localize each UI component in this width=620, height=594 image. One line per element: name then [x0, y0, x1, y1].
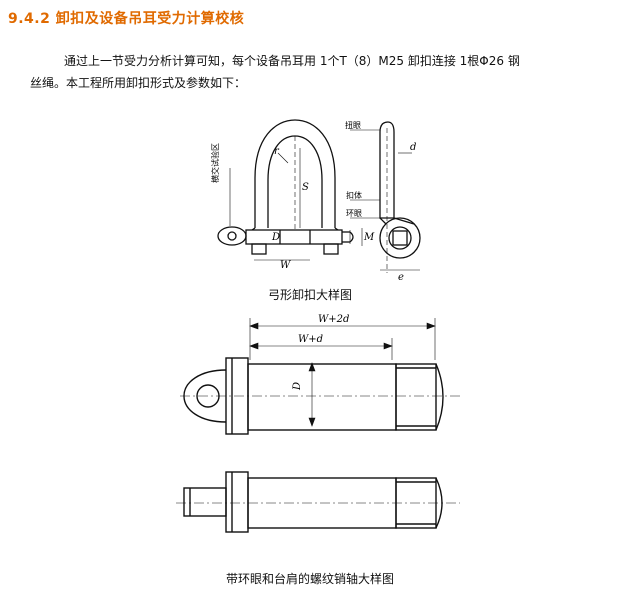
body-paragraph: 通过上一节受力分析计算可知，每个设备吊耳用 1个T（8）M25 卸扣连接 1根Φ… — [30, 50, 580, 94]
label-D-pin: D — [292, 382, 303, 391]
label-M: M — [363, 232, 375, 243]
figure2-caption: 带环眼和台肩的螺纹销轴大样图 — [225, 572, 394, 586]
label-w-plus-2d: W+2d — [318, 314, 349, 325]
label-qiao-ti: 扣体 — [346, 190, 362, 200]
label-w-plus-d: W+d — [298, 334, 323, 345]
label-test-side: 横交试验区 — [210, 143, 220, 183]
paragraph-line-1: 通过上一节受力分析计算可知，每个设备吊耳用 1个T（8）M25 卸扣连接 1根Φ… — [64, 54, 520, 68]
figure1-caption: 弓形卸扣大样图 — [267, 288, 352, 302]
label-r: r — [274, 146, 280, 157]
paragraph-line-2: 丝绳。本工程所用卸扣形式及参数如下： — [30, 76, 247, 90]
label-niu-yan: 扭眼 — [345, 120, 361, 130]
bow-shackle-drawing: 扭眼 扣体 环眼 横交试验区 r S d D M W e — [210, 119, 421, 283]
label-s: S — [302, 182, 309, 193]
label-W: W — [280, 260, 291, 271]
section-heading: 9.4.2 卸扣及设备吊耳受力计算校核 — [8, 11, 245, 27]
label-e: e — [398, 272, 404, 283]
label-huan-yan: 环眼 — [346, 209, 362, 218]
label-d: d — [410, 142, 416, 153]
threaded-pin-drawing: W+2d W+d D — [176, 314, 460, 533]
label-D: D — [271, 232, 280, 243]
